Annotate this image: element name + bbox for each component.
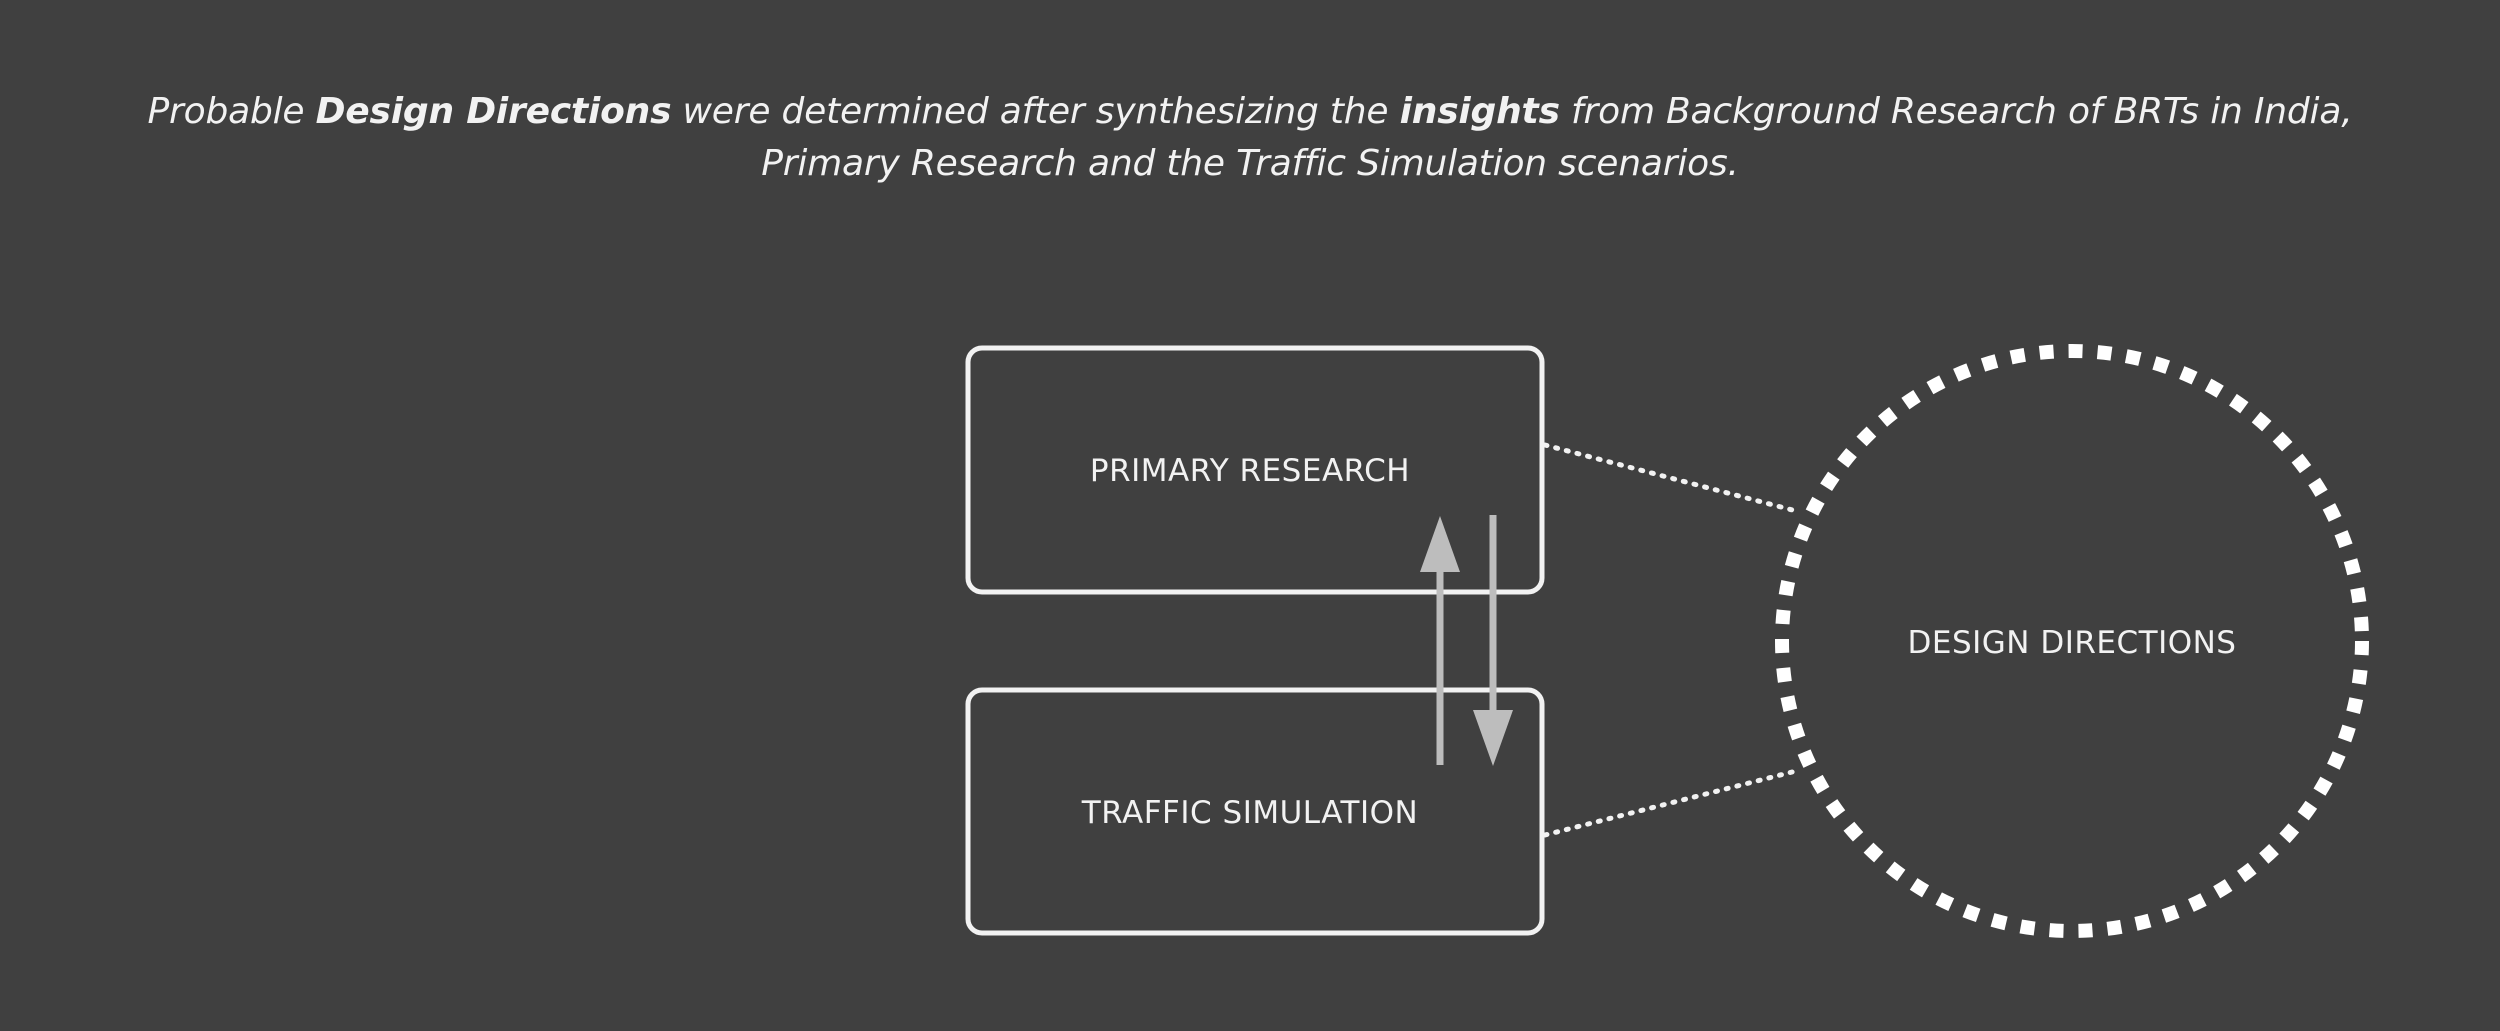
intro-bold-design-directions: Design Directions (315, 91, 672, 132)
arrow-down (1473, 515, 1513, 766)
arrow-up-head (1420, 516, 1460, 572)
node-design-directions-circle (1775, 344, 2369, 938)
intro-bold-insights: insights (1399, 91, 1560, 132)
intro-part-2: were determined after synthesizing the (671, 91, 1400, 132)
node-primary-research-label: PRIMARY RESEARCH (1090, 453, 1410, 489)
intro-part-1: Probable (147, 91, 316, 132)
node-primary-research-box (965, 345, 1545, 595)
node-traffic-simulation-label: TRAFFIC SIMULATION (1081, 795, 1418, 831)
node-design-directions: DESIGN DIRECTIONS (1775, 344, 2369, 938)
intro-part-3: from Background Research of BRTs in Indi… (761, 91, 2353, 184)
connector-primary-to-design (1542, 442, 1803, 515)
arrow-up (1420, 516, 1460, 765)
node-traffic-simulation: TRAFFIC SIMULATION (965, 687, 1545, 936)
arrow-down-head (1473, 710, 1513, 766)
node-design-directions-label: DESIGN DIRECTIONS (1908, 625, 2237, 661)
node-primary-research: PRIMARY RESEARCH (965, 345, 1545, 595)
intro-text: Probable Design Directions were determin… (130, 86, 2370, 190)
node-traffic-simulation-box (965, 687, 1545, 936)
connector-traffic-to-design (1542, 767, 1803, 838)
